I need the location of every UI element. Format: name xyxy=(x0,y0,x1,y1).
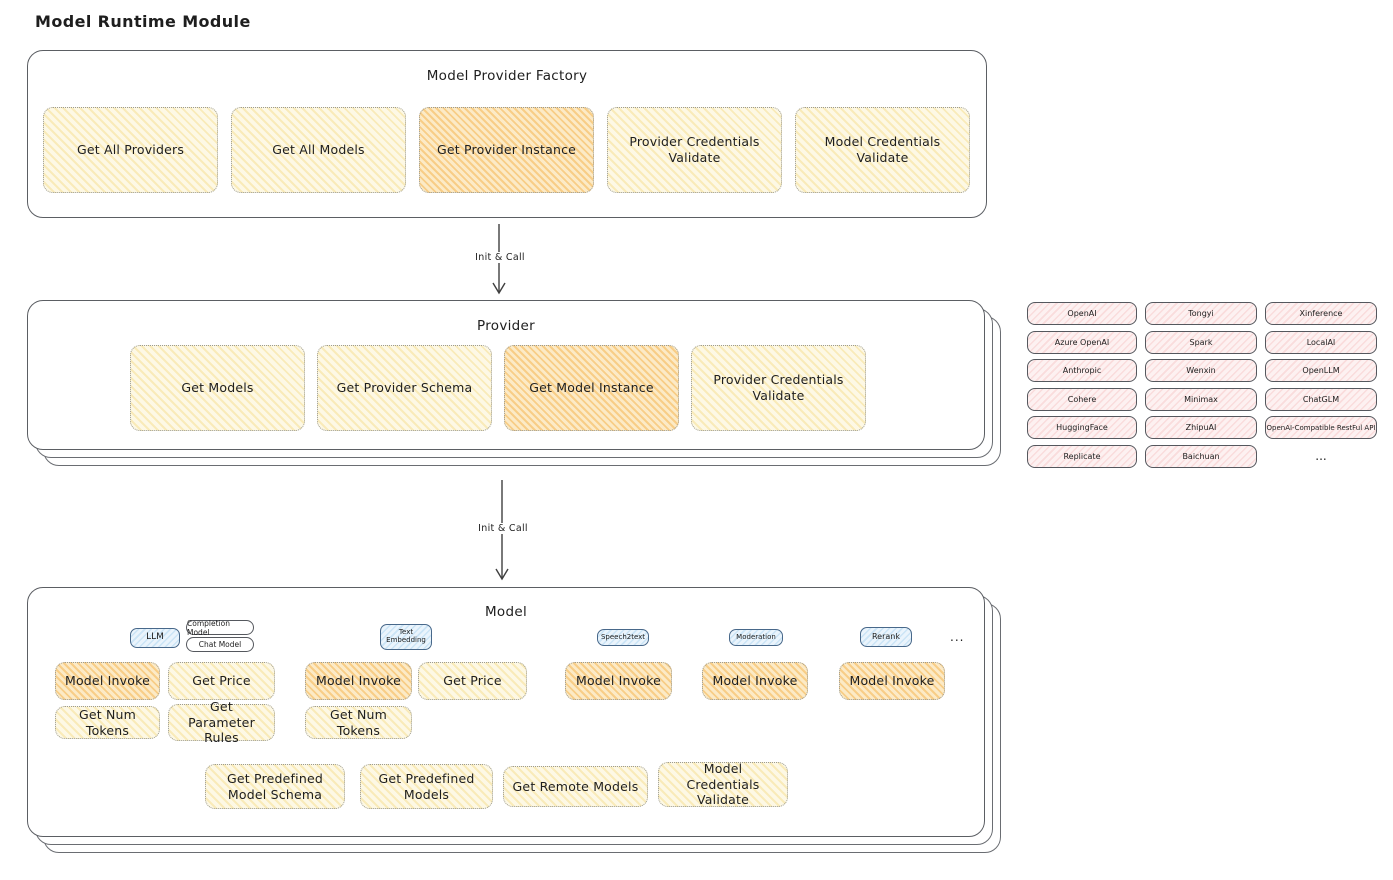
tags-more-ellipsis: ... xyxy=(950,630,965,644)
provider-cell-chatglm: ChatGLM xyxy=(1265,387,1377,411)
factory-title: Model Provider Factory xyxy=(426,68,588,84)
providers-panel: OpenAI Tongyi Xinference Azure OpenAI Sp… xyxy=(1027,302,1377,468)
provider-cell-zhipuai: ZhipuAI xyxy=(1145,416,1257,440)
provider-cell-xinference: Xinference xyxy=(1265,302,1377,325)
get-predefined-models-box: Get Predefined Models xyxy=(360,764,493,809)
provider-cell-openai: OpenAI xyxy=(1027,302,1137,325)
tag-moderation: Moderation xyxy=(729,629,783,646)
tag-speech2text: Speech2text xyxy=(597,629,649,646)
provider-cell-replicate: Replicate xyxy=(1027,444,1137,468)
tag-completion-model: Completion Model xyxy=(186,619,254,637)
rerank-model-invoke-box: Model Invoke xyxy=(839,662,945,700)
provider-cell-anthropic: Anthropic xyxy=(1027,359,1137,383)
init-call-label-2: Init & Call xyxy=(472,523,534,534)
text-embedding-get-num-tokens-box: Get Num Tokens xyxy=(305,706,412,739)
tag-llm: LLM xyxy=(130,628,180,648)
provider-cell-localai: LocalAI xyxy=(1265,330,1377,354)
page-title: Model Runtime Module xyxy=(35,12,251,31)
factory-get-provider-instance-box: Get Provider Instance xyxy=(419,107,594,193)
tag-rerank: Rerank xyxy=(860,627,912,647)
provider-cell-openai-compatible-restful-api: OpenAI-Compatible RestFul API xyxy=(1265,416,1377,440)
providers-more-ellipsis: ... xyxy=(1315,449,1327,464)
init-call-label-1: Init & Call xyxy=(469,252,531,263)
provider-cell-minimax: Minimax xyxy=(1145,387,1257,411)
llm-get-parameter-rules-box: Get Parameter Rules xyxy=(168,699,275,745)
get-remote-models-box: Get Remote Models xyxy=(503,766,648,807)
factory-get-all-models-box: Get All Models xyxy=(231,107,406,193)
text-embedding-model-invoke-box: Model Invoke xyxy=(305,662,412,700)
provider-cell-huggingface: HuggingFace xyxy=(1027,416,1137,440)
tag-chat-model: Chat Model xyxy=(186,637,254,652)
model-title: Model xyxy=(484,604,528,620)
provider-cell-tongyi: Tongyi xyxy=(1145,302,1257,325)
text-embedding-get-price-box: Get Price xyxy=(418,662,527,700)
factory-model-credentials-validate-box: Model Credentials Validate xyxy=(795,107,970,193)
factory-get-all-providers-box: Get All Providers xyxy=(43,107,218,193)
model-credentials-validate-box: Model Credentials Validate xyxy=(658,761,788,807)
provider-cell-spark: Spark xyxy=(1145,330,1257,354)
provider-title: Provider xyxy=(477,318,535,334)
provider-get-model-instance-box: Get Model Instance xyxy=(504,345,679,431)
llm-get-price-box: Get Price xyxy=(168,662,275,700)
provider-cell-wenxin: Wenxin xyxy=(1145,359,1257,383)
provider-cell-openllm: OpenLLM xyxy=(1265,359,1377,383)
provider-credentials-validate-box: Provider Credentials Validate xyxy=(691,345,866,431)
provider-get-provider-schema-box: Get Provider Schema xyxy=(317,345,492,431)
get-predefined-model-schema-box: Get Predefined Model Schema xyxy=(205,764,345,809)
moderation-model-invoke-box: Model Invoke xyxy=(702,662,808,700)
llm-model-invoke-box: Model Invoke xyxy=(55,662,160,700)
factory-provider-credentials-validate-box: Provider Credentials Validate xyxy=(607,107,782,193)
provider-cell-cohere: Cohere xyxy=(1027,387,1137,411)
provider-cell-azure-openai: Azure OpenAI xyxy=(1027,330,1137,354)
provider-get-models-box: Get Models xyxy=(130,345,305,431)
llm-get-num-tokens-box: Get Num Tokens xyxy=(55,706,160,739)
speech2text-model-invoke-box: Model Invoke xyxy=(565,662,672,700)
provider-cell-baichuan: Baichuan xyxy=(1145,444,1257,468)
tag-text-embedding: Text Embedding xyxy=(380,624,432,650)
